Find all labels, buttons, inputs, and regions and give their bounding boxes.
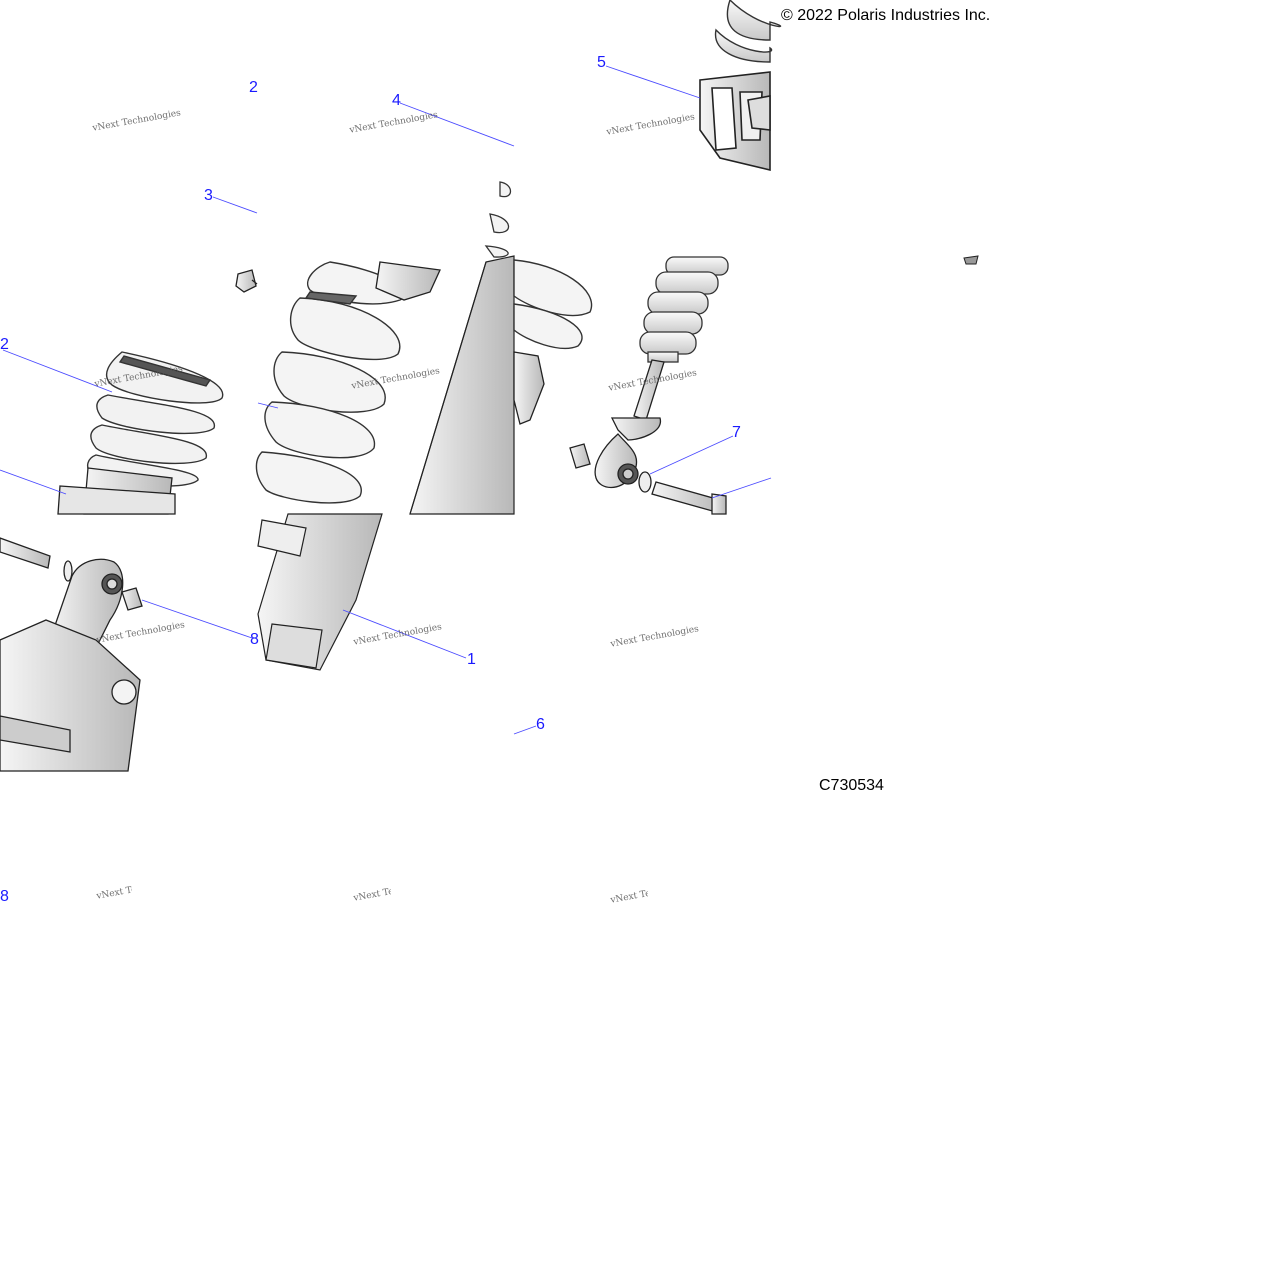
shock-body-left-top (57, 467, 176, 515)
spring-retainer-top (375, 261, 441, 301)
callout-3: 3 (204, 187, 213, 204)
watermark: vNext Technologies (95, 876, 132, 902)
spring-retainer-part-5 (699, 71, 771, 172)
leader-line-edge (0, 469, 67, 495)
copyright-notice: © 2022 Polaris Industries Inc. (781, 7, 991, 24)
watermark-clip: vNext Technologies (337, 874, 391, 924)
watermark: vNext Technologies (352, 878, 391, 904)
callout-6: 6 (536, 716, 545, 733)
callout-8-left: 8 (0, 888, 9, 905)
watermark: vNext Technologies (609, 880, 648, 906)
leader-line-3 (212, 196, 258, 214)
callout-8: 8 (250, 631, 259, 648)
callout-1: 1 (467, 651, 476, 668)
coil-spring-middle (255, 261, 406, 504)
callout-2-left: 2 (0, 336, 9, 353)
shock-body-lower-part-1 (257, 513, 383, 671)
coil-spring-right (513, 259, 593, 350)
leader-line-6 (513, 725, 537, 735)
leader-line-8a (141, 599, 253, 639)
leader-line-mid (257, 402, 279, 409)
callout-4: 4 (392, 92, 401, 109)
bushing-right (569, 443, 652, 493)
bolt-part-3 (235, 269, 258, 293)
bumper-bellows (639, 256, 729, 363)
callout-7: 7 (732, 424, 741, 441)
shock-shaft-right (594, 359, 665, 489)
callout-5: 5 (597, 54, 606, 71)
leader-line-7 (649, 435, 734, 475)
leader-line-5 (605, 65, 701, 99)
leader-line-4 (399, 102, 515, 147)
shock-eye-left (0, 558, 141, 772)
leader-line-7b (711, 477, 772, 499)
shock-body-middle (409, 255, 515, 515)
leader-line-2b (2, 349, 113, 393)
watermark-clip: vNext Technologies (594, 876, 648, 926)
small-fastener (963, 255, 979, 265)
leader-line-1 (342, 609, 467, 659)
upper-spring-coils (714, 0, 782, 63)
coil-spring-tile3-top (484, 181, 512, 258)
pivot-bolt-part-7 (651, 481, 727, 515)
figure-id: C730534 (819, 777, 884, 794)
watermark-clip: vNext Technologies (80, 872, 132, 922)
shock-bracket-right (513, 351, 545, 425)
callout-2: 2 (249, 79, 258, 96)
bushing-part-8 (121, 587, 143, 611)
pivot-pin-left (0, 537, 73, 582)
